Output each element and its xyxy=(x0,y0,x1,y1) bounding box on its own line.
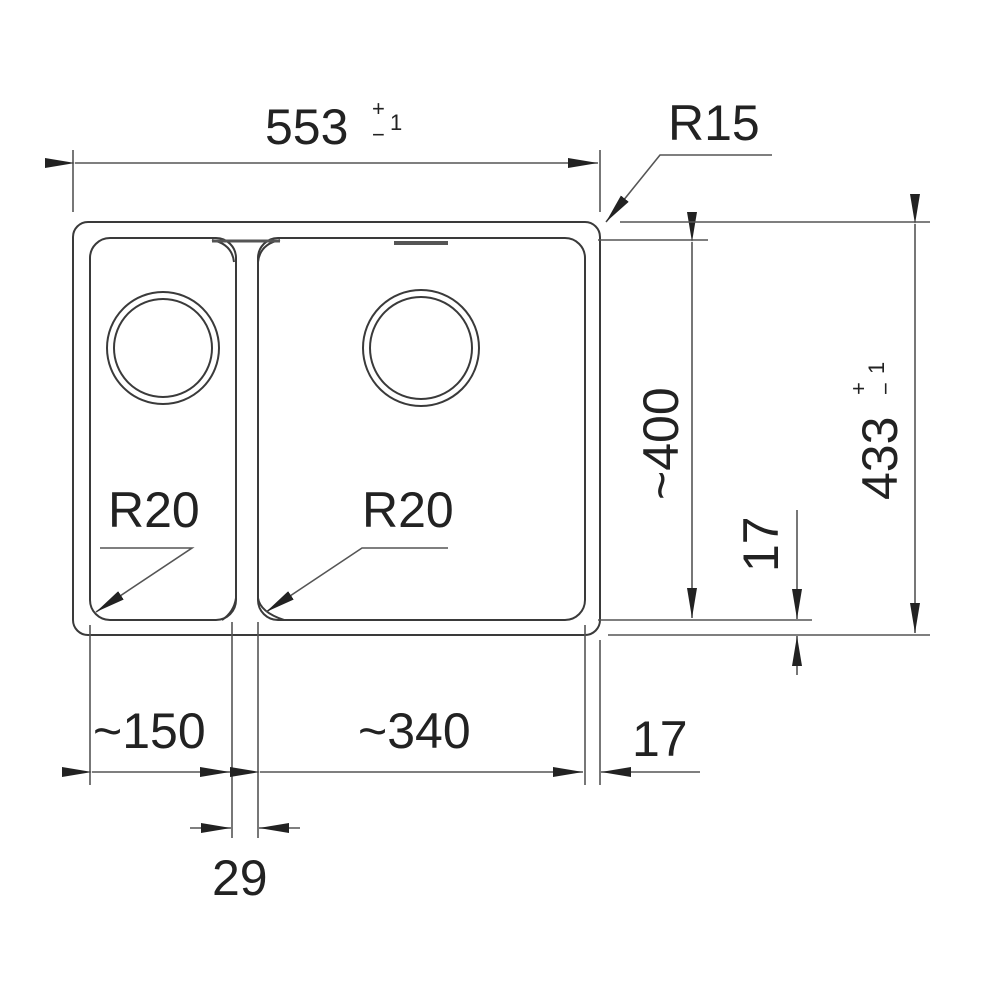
dim-bowl-radii: R20 R20 xyxy=(95,482,454,613)
right-drain-outer xyxy=(362,289,480,407)
dim-corner-radius: R15 xyxy=(605,95,772,223)
sink-outline xyxy=(72,221,601,636)
left-bowl-radius-label: R20 xyxy=(108,482,200,538)
left-drain-outer xyxy=(106,291,220,405)
depth-value: 433 xyxy=(852,417,908,500)
depth-tol-minus: − xyxy=(873,382,898,395)
width-value: 553 xyxy=(265,99,348,155)
dim-width: 553 + − 1 xyxy=(45,96,601,212)
dim-bottom: ~150 ~340 17 29 xyxy=(62,622,700,906)
right-drain-inner xyxy=(369,296,473,400)
width-tol-minus: − xyxy=(372,122,385,147)
rim-bottom-label: 17 xyxy=(632,711,688,767)
width-tol-plus: + xyxy=(372,96,385,121)
left-bowl-width-label: ~150 xyxy=(93,703,206,759)
right-bowl-width-label: ~340 xyxy=(358,703,471,759)
left-bowl xyxy=(89,237,237,621)
rim-vertical-label: 17 xyxy=(733,516,789,572)
bowl-height-label: ~400 xyxy=(633,387,689,500)
outer-rim xyxy=(72,221,601,636)
width-tol: 1 xyxy=(390,110,402,135)
depth-tol: 1 xyxy=(864,362,889,374)
divider-width-label: 29 xyxy=(212,850,268,906)
divider-top xyxy=(211,239,281,263)
dim-bowl-height: ~400 xyxy=(598,212,812,621)
left-drain-inner xyxy=(113,298,213,398)
divider-bottom xyxy=(221,597,285,621)
corner-radius-label: R15 xyxy=(668,95,760,151)
depth-tol-plus: + xyxy=(846,382,871,395)
right-bowl xyxy=(257,237,586,621)
dim-depth: 433 + − 1 xyxy=(608,194,930,636)
right-bowl-radius-label: R20 xyxy=(362,482,454,538)
dim-rim-vertical: 17 xyxy=(733,510,802,675)
